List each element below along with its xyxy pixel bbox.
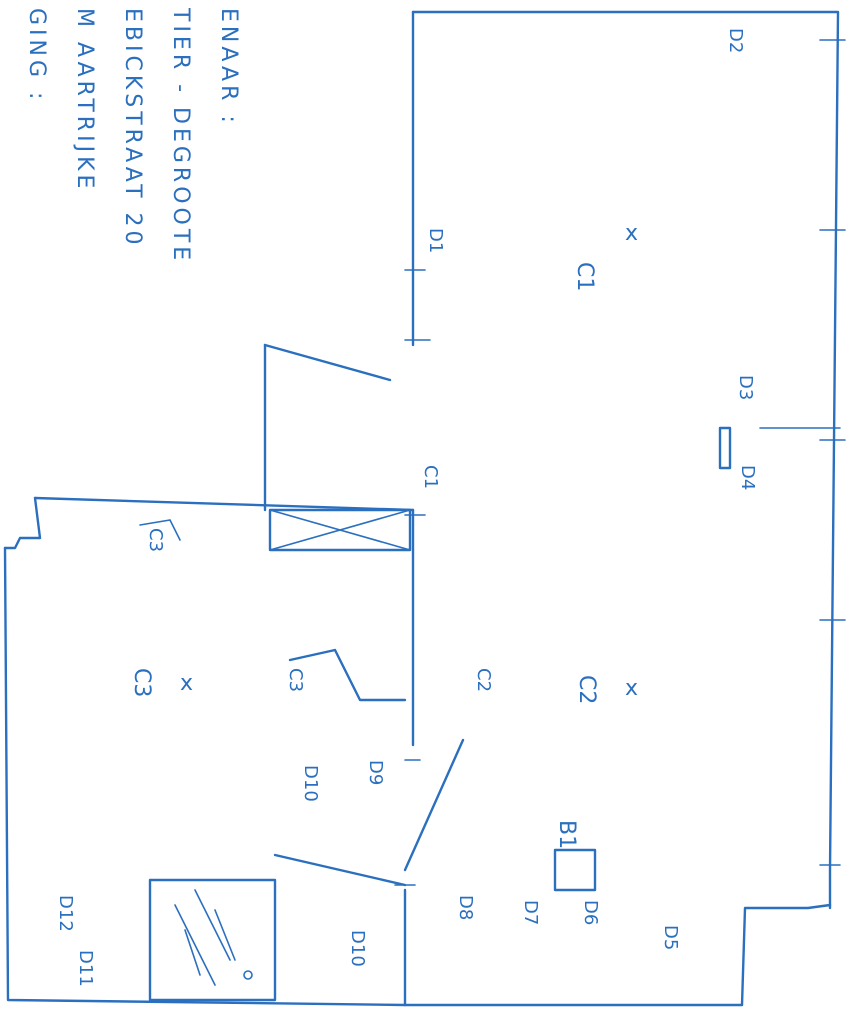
label-d9: D9 xyxy=(365,760,386,785)
label-d2: D2 xyxy=(725,28,746,53)
label-d8: D8 xyxy=(455,895,476,920)
label-d4: D4 xyxy=(737,465,758,490)
label-d1: D1 xyxy=(425,228,446,253)
stove-box xyxy=(148,878,277,1002)
label-d11: D11 xyxy=(75,950,96,987)
label-c2: C2 xyxy=(574,675,599,704)
wall-ticks xyxy=(394,269,431,886)
label-door-c1: C1 xyxy=(420,465,441,489)
label-c3: C3 xyxy=(129,668,154,697)
labels: C1 x C2 x C3 x D2 D1 D3 D4 C1 C3 C2 C3 D… xyxy=(55,28,758,987)
outlet-b1 xyxy=(553,848,597,892)
label-d10-lower: D10 xyxy=(347,930,368,967)
label-b1: B1 xyxy=(554,820,579,849)
header-line-4: M AARTRIJKE xyxy=(72,8,97,192)
door-swings xyxy=(139,519,465,887)
label-door-c3-lower: C3 xyxy=(285,668,306,692)
stair-box xyxy=(268,508,412,552)
header-line-1: ENAAR : xyxy=(216,8,241,127)
marker-c2: x xyxy=(625,676,638,701)
walls-room-c3 xyxy=(3,343,415,1007)
label-d3: D3 xyxy=(735,375,756,400)
label-c1: C1 xyxy=(572,262,597,291)
address-header: ENAAR : TIER - DEGROOTE EBICKSTRAAT 20 M… xyxy=(24,7,241,264)
label-d5: D5 xyxy=(660,925,681,950)
header-line-5: GING : xyxy=(24,8,49,103)
walls-room-c1-c2 xyxy=(403,10,846,1007)
marker-c1: x xyxy=(625,221,638,246)
label-d6: D6 xyxy=(580,900,601,925)
header-line-2: TIER - DEGROOTE xyxy=(168,7,193,264)
label-door-c2: C2 xyxy=(473,668,494,692)
label-d7: D7 xyxy=(520,900,541,925)
label-door-c3: C3 xyxy=(145,528,166,552)
label-d12: D12 xyxy=(55,895,76,932)
marker-c3: x xyxy=(180,671,193,696)
label-d10: D10 xyxy=(300,765,321,802)
header-line-3: EBICKSTRAAT 20 xyxy=(120,8,145,249)
